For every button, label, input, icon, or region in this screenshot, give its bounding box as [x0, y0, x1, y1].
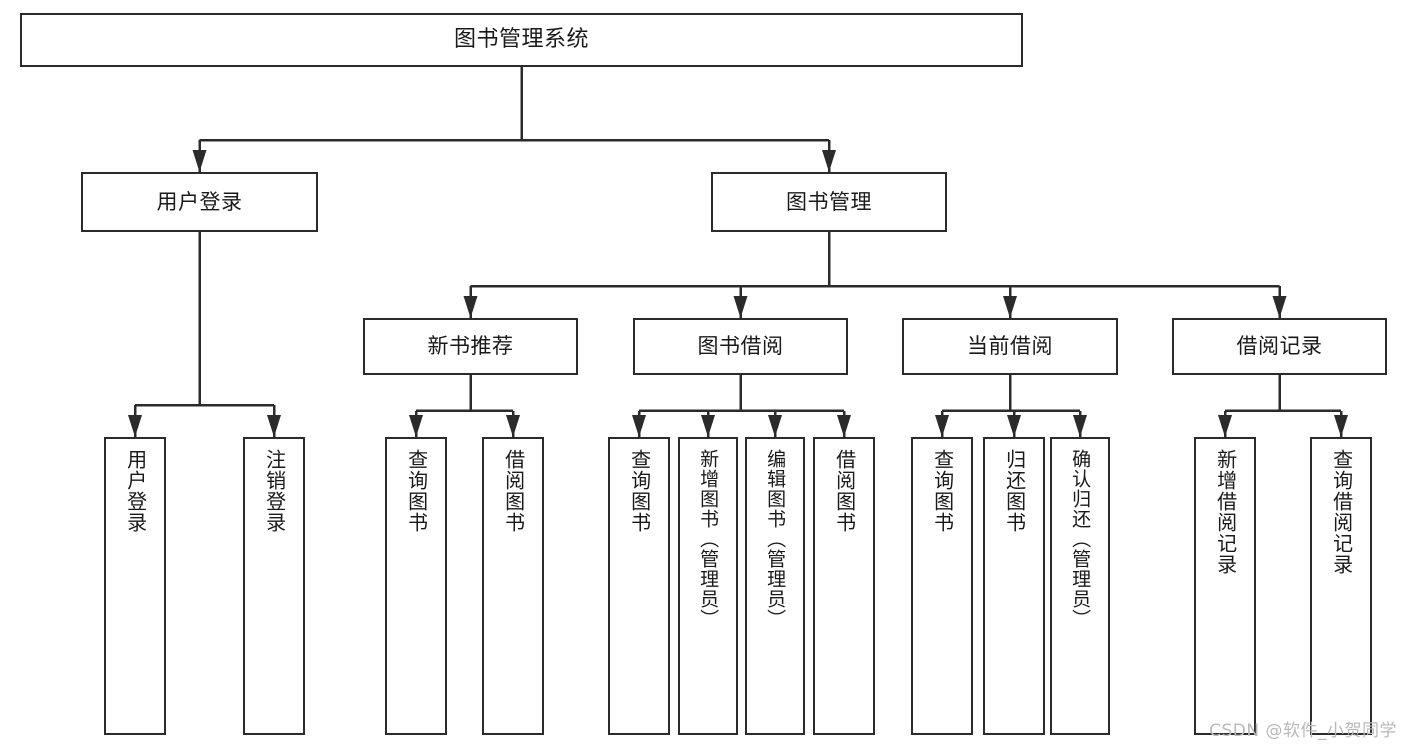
node-label: 查询图书: [627, 449, 652, 533]
arrow-head: [822, 150, 836, 172]
arrow-head: [267, 415, 281, 437]
node-login[interactable]: 用户登录: [81, 172, 318, 232]
node-leaf5[interactable]: 查询图书: [608, 437, 670, 735]
arrow-head: [701, 415, 715, 437]
node-label: 新书推荐: [427, 334, 514, 359]
node-leaf4[interactable]: 借阅图书: [482, 437, 544, 735]
arrow-head: [1272, 296, 1287, 318]
node-leaf8[interactable]: 借阅图书: [813, 437, 875, 735]
node-label: 借阅图书: [832, 449, 857, 533]
arrow-head: [837, 415, 851, 437]
node-label: 图书管理: [786, 189, 872, 214]
arrow-head: [1007, 415, 1021, 437]
arrow-head: [409, 415, 423, 437]
arrow-head: [1334, 415, 1348, 437]
node-leaf11[interactable]: 确认归还（管理员）: [1050, 437, 1110, 735]
node-label: 查询图书: [930, 449, 955, 533]
node-leaf6[interactable]: 新增图书（管理员）: [678, 437, 738, 735]
node-label: 新增图书（管理员）: [697, 449, 720, 629]
node-label: 图书借阅: [697, 334, 784, 359]
node-current[interactable]: 当前借阅: [902, 318, 1118, 375]
arrow-head: [128, 415, 142, 437]
node-record[interactable]: 借阅记录: [1172, 318, 1387, 375]
arrow-head: [1073, 415, 1087, 437]
node-label: 新增借阅记录: [1213, 449, 1238, 575]
node-label: 用户登录: [156, 189, 243, 214]
node-root[interactable]: 图书管理系统: [20, 13, 1023, 67]
arrow-head: [935, 415, 949, 437]
node-leaf1[interactable]: 用户登录: [104, 437, 166, 735]
arrow-head: [1218, 415, 1232, 437]
arrow-head: [463, 296, 478, 318]
arrow-head: [1003, 296, 1017, 318]
node-label: 查询图书: [404, 449, 429, 533]
node-leaf10[interactable]: 归还图书: [983, 437, 1045, 735]
node-newbook[interactable]: 新书推荐: [363, 318, 578, 375]
node-label: 注销登录: [262, 449, 287, 533]
node-borrow[interactable]: 图书借阅: [633, 318, 848, 375]
node-leaf2[interactable]: 注销登录: [243, 437, 305, 735]
node-bookmgmt[interactable]: 图书管理: [711, 172, 947, 232]
arrow-head: [506, 415, 520, 437]
arrow-head: [632, 415, 646, 437]
node-leaf7[interactable]: 编辑图书（管理员）: [745, 437, 805, 735]
node-label: 用户登录: [123, 449, 148, 533]
arrow-head: [768, 415, 782, 437]
node-label: 图书管理系统: [453, 27, 589, 53]
node-label: 借阅图书: [501, 449, 526, 533]
node-leaf13[interactable]: 查询借阅记录: [1310, 437, 1372, 735]
node-label: 编辑图书（管理员）: [764, 449, 787, 629]
node-leaf3[interactable]: 查询图书: [385, 437, 447, 735]
arrow-head: [733, 296, 748, 318]
node-leaf9[interactable]: 查询图书: [911, 437, 973, 735]
node-label: 确认归还（管理员）: [1069, 449, 1092, 629]
node-label: 当前借阅: [967, 334, 1053, 359]
node-label: 查询借阅记录: [1329, 449, 1354, 575]
node-label: 归还图书: [1002, 449, 1027, 533]
node-leaf12[interactable]: 新增借阅记录: [1194, 437, 1256, 735]
arrow-head: [192, 150, 207, 172]
node-label: 借阅记录: [1236, 334, 1323, 359]
